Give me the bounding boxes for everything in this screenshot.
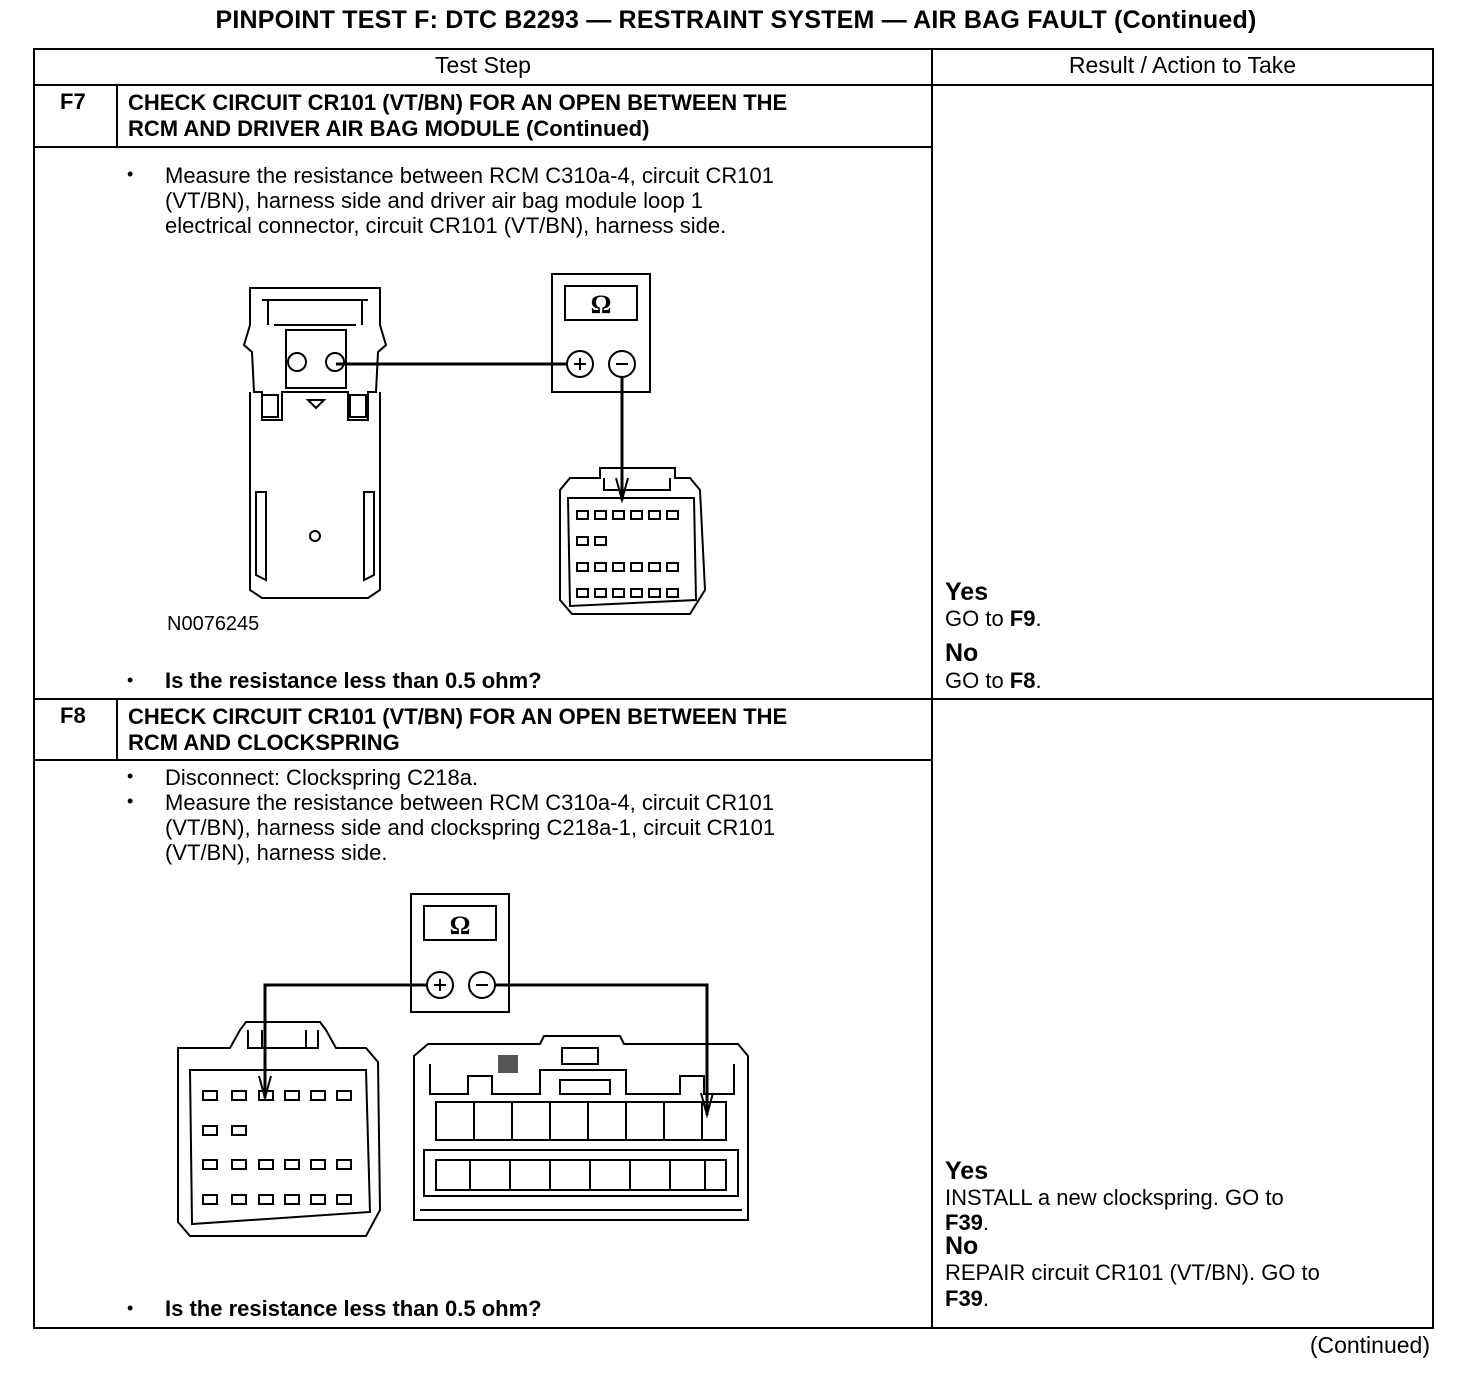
f7-instruction-line1: Measure the resistance between RCM C310a… (165, 163, 774, 188)
driver-airbag-connector-drawing (242, 287, 388, 599)
f8-instruction-line1: Measure the resistance between RCM C310a… (165, 790, 774, 815)
clockspring-connector-drawing (413, 1035, 749, 1221)
f8-no-target-link[interactable]: F39 (945, 1286, 983, 1311)
bullet-dot: • (127, 164, 134, 184)
keying-marker (498, 1055, 518, 1073)
f8-heading-line1: CHECK CIRCUIT CR101 (VT/BN) FOR AN OPEN … (128, 704, 788, 729)
f8-heading-line2: RCM AND CLOCKSPRING (128, 730, 400, 755)
f7-no-label: No (945, 639, 979, 667)
ohmmeter-f7-drawing (551, 273, 651, 393)
bullet-dot: • (127, 670, 134, 690)
rcm-f8-cavities (202, 1090, 352, 1205)
ohm-symbol-f8: Ω (450, 911, 471, 940)
table-border-bottom (33, 1327, 1434, 1329)
ohm-symbol-f7: Ω (591, 290, 612, 319)
f8-instruction-disconnect: Disconnect: Clockspring C218a. (165, 765, 479, 790)
f7-yes-target-link[interactable]: F9 (1009, 606, 1036, 631)
f8-question: Is the resistance less than 0.5 ohm? (165, 1296, 542, 1321)
f8-no-label: No (945, 1232, 979, 1260)
f8-heading-divider (33, 759, 933, 761)
f7-figure-id: N0076245 (167, 613, 260, 635)
f8-no-target-line: F39. (945, 1286, 990, 1311)
bullet-dot: • (127, 791, 134, 811)
f7-question: Is the resistance less than 0.5 ohm? (165, 668, 542, 693)
f8-yes-action: INSTALL a new clockspring. GO to (945, 1185, 1284, 1210)
f8-id-divider (116, 698, 118, 761)
rcm-f7-cavities (576, 510, 679, 598)
f7-yes-action: GO to F9. (945, 606, 1042, 631)
continued-note: (Continued) (1309, 1332, 1430, 1358)
f8-instruction-line2: (VT/BN), harness side and clockspring C2… (165, 815, 776, 840)
f7-yes-label: Yes (945, 578, 989, 606)
f8-yes-target-link[interactable]: F39 (945, 1210, 983, 1235)
f7-step-id: F7 (60, 89, 86, 114)
table-border-left (33, 48, 35, 1329)
table-border-top (33, 48, 1434, 50)
f7-heading-line1: CHECK CIRCUIT CR101 (VT/BN) FOR AN OPEN … (128, 90, 788, 115)
f7-yes-text: GO to (945, 606, 1010, 631)
page-title: PINPOINT TEST F: DTC B2293 — RESTRAINT S… (215, 6, 1257, 34)
f8-instruction-line3: (VT/BN), harness side. (165, 840, 388, 865)
bullet-dot: • (127, 766, 134, 786)
f8-yes-label: Yes (945, 1157, 989, 1185)
f8-no-action: REPAIR circuit CR101 (VT/BN). GO to (945, 1260, 1320, 1285)
f7-heading-divider (33, 146, 933, 148)
header-divider (33, 84, 1434, 86)
header-test-step: Test Step (435, 52, 531, 78)
f7-no-target-link[interactable]: F8 (1009, 668, 1036, 693)
header-result: Result / Action to Take (1068, 52, 1297, 78)
table-border-right (1432, 48, 1434, 1329)
f7-id-divider (116, 84, 118, 148)
f7-no-action: GO to F8. (945, 668, 1042, 693)
bullet-dot: • (127, 1298, 134, 1318)
f8-step-id: F8 (60, 703, 86, 728)
f8-yes-target-line: F39. (945, 1210, 990, 1235)
row-divider (33, 698, 1434, 700)
f7-no-text: GO to (945, 668, 1010, 693)
column-divider (931, 48, 933, 1329)
f7-instruction-line3: electrical connector, circuit CR101 (VT/… (165, 213, 727, 238)
f7-heading-line2: RCM AND DRIVER AIR BAG MODULE (Continued… (128, 116, 650, 141)
rcm-connector-f8-drawing (177, 1021, 382, 1237)
f7-instruction-line2: (VT/BN), harness side and driver air bag… (165, 188, 704, 213)
rcm-connector-f7-drawing (559, 467, 707, 615)
